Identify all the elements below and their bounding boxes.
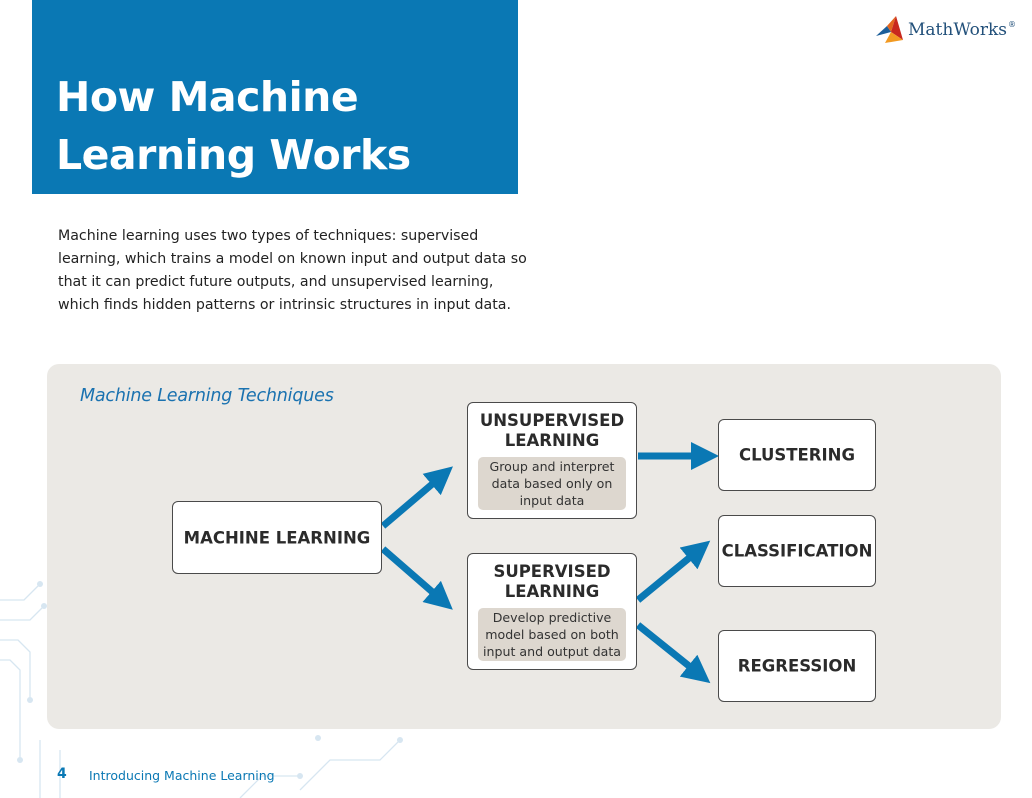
arrow-to-regression xyxy=(635,622,711,684)
intro-paragraph: Machine learning uses two types of techn… xyxy=(58,228,527,313)
arrow-to-supervised xyxy=(380,546,453,610)
clustering-node: CLUSTERING xyxy=(718,419,876,491)
arrow-to-classification xyxy=(635,540,711,603)
clustering-label: CLUSTERING xyxy=(738,445,856,465)
membrane-logo-icon xyxy=(876,16,903,43)
footer-title: Introducing Machine Learning xyxy=(89,768,275,783)
machine-learning-node: MACHINE LEARNING xyxy=(172,501,382,574)
supervised-learning-label: SUPERVISED LEARNING xyxy=(493,562,611,601)
unsupervised-learning-node: UNSUPERVISED LEARNING Group and interpre… xyxy=(467,402,637,519)
machine-learning-label: MACHINE LEARNING xyxy=(183,528,371,547)
classification-label: CLASSIFICATION xyxy=(721,541,873,561)
supervised-learning-node: SUPERVISED LEARNING Develop predictive m… xyxy=(467,553,637,670)
unsupervised-learning-label: UNSUPERVISED LEARNING xyxy=(479,411,625,450)
classification-node: CLASSIFICATION xyxy=(718,515,876,587)
diagram-title: Machine Learning Techniques xyxy=(80,386,334,406)
title-panel: How Machine Learning Works xyxy=(32,0,518,194)
page-number: 4 xyxy=(57,766,67,782)
arrow-to-unsupervised xyxy=(380,466,453,529)
regression-node: REGRESSION xyxy=(718,630,876,702)
circuit-decoration-icon xyxy=(0,581,403,798)
supervised-learning-description: Develop predictive model based on both i… xyxy=(478,608,626,661)
logo-text: MathWorks xyxy=(908,20,1008,40)
unsupervised-learning-description: Group and interpret data based only on i… xyxy=(478,457,626,510)
regression-label: REGRESSION xyxy=(737,656,857,676)
mathworks-logo: MathWorks ® xyxy=(874,16,1016,44)
page-title: How Machine Learning Works xyxy=(56,73,411,179)
logo-registered-mark: ® xyxy=(1008,20,1017,29)
